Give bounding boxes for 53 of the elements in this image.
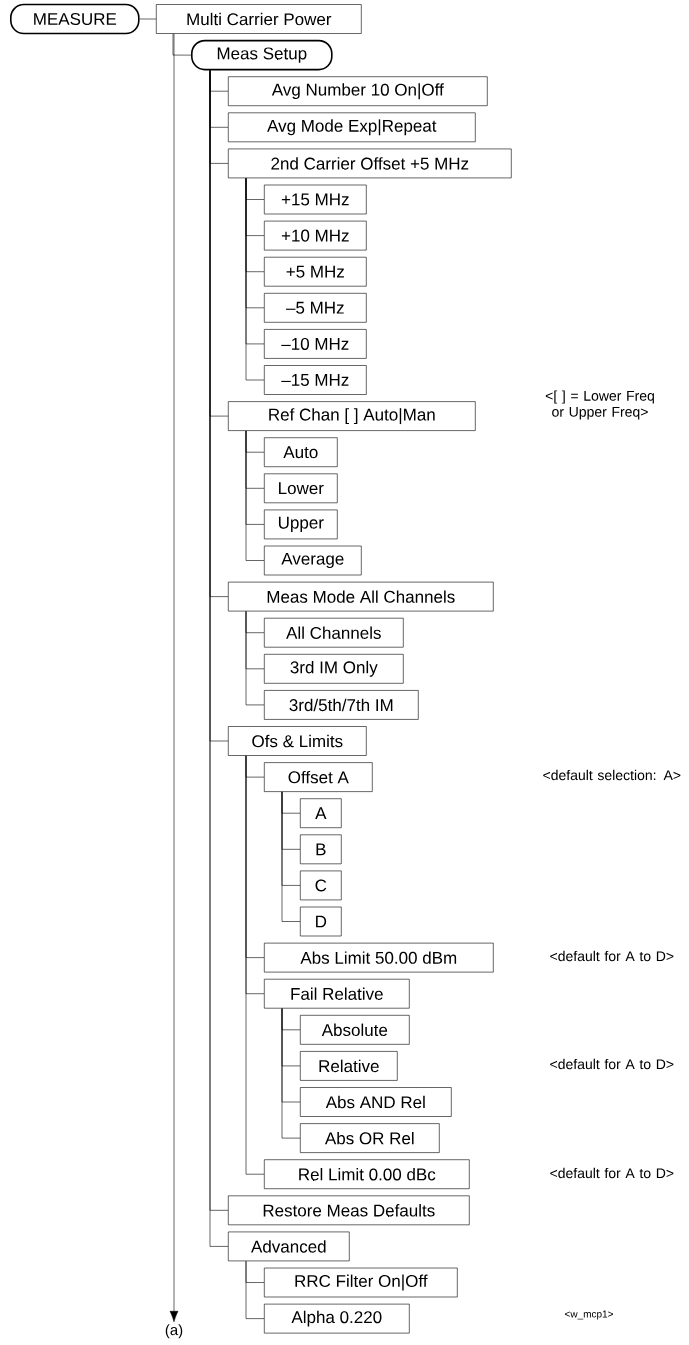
menu-box: 3rd/5th/7th IM <box>264 690 419 720</box>
menu-box: +15 MHz <box>264 184 367 215</box>
menu-box: Restore Meas Defaults <box>228 1195 470 1226</box>
menu-box: D <box>300 906 342 937</box>
menu-box: C <box>300 870 342 901</box>
menu-box: –5 MHz <box>264 293 367 323</box>
connector-line <box>245 755 265 1175</box>
menu-box: Lower <box>264 473 338 504</box>
menu-box: Absolute <box>300 1015 410 1045</box>
connector-line <box>245 611 265 706</box>
menu-box: Abs AND Rel <box>300 1087 452 1117</box>
menu-box: 2nd Carrier Offset +5 MHz <box>228 148 512 179</box>
menu-box: +10 MHz <box>264 220 367 251</box>
menu-box: Meas Mode All Channels <box>228 581 494 612</box>
menu-box: Advanced <box>228 1231 350 1262</box>
menu-box: Relative <box>300 1051 398 1081</box>
menu-box: A <box>300 798 342 828</box>
figure-id: <w_mcp1> <box>565 1310 613 1320</box>
connector-line <box>245 177 265 381</box>
connector-line <box>281 1008 301 1139</box>
menu-box: Abs OR Rel <box>300 1123 440 1153</box>
menu-box: –10 MHz <box>264 329 367 359</box>
menu-box: B <box>300 834 342 865</box>
connector-line <box>172 33 192 56</box>
menu-box: Offset A <box>264 762 373 792</box>
note-text: <default for A to D> <box>550 1058 674 1070</box>
menu-box: Upper <box>264 509 338 540</box>
connector-line <box>281 791 301 922</box>
menu-box: Avg Number 10 On|Off <box>228 76 488 106</box>
note-text: <default for A to D> <box>550 1167 674 1179</box>
menu-box: Auto <box>264 437 338 467</box>
note-text: <[ ] = Lower Freq or Upper Freq> <box>545 390 654 420</box>
connector-line <box>245 430 265 561</box>
menu-box: Average <box>264 545 362 576</box>
menu-box: Multi Carrier Power <box>156 4 362 34</box>
menu-box: Avg Mode Exp|Repeat <box>228 112 476 143</box>
note-text: <default selection: A> <box>543 769 681 781</box>
connector-line <box>139 18 157 20</box>
continuation-label: (a) <box>165 1324 183 1339</box>
menu-box: All Channels <box>264 617 404 648</box>
menu-box: Fail Relative <box>264 978 410 1009</box>
menu-box: Alpha 0.220 <box>264 1303 410 1334</box>
menu-box: 3rd IM Only <box>264 654 404 684</box>
note-text: <default for A to D> <box>550 950 674 962</box>
menu-box: Abs Limit 50.00 dBm <box>264 942 494 973</box>
arrow <box>169 33 179 1323</box>
menu-box: Ref Chan [ ] Auto|Man <box>228 401 476 431</box>
menu-box: –15 MHz <box>264 365 367 395</box>
menu-box: +5 MHz <box>264 256 367 287</box>
menu-box: RRC Filter On|Off <box>264 1267 458 1298</box>
menu-box: Ofs & Limits <box>228 726 367 756</box>
connector-line <box>245 1260 265 1319</box>
menu-box: Rel Limit 0.00 dBc <box>264 1159 470 1189</box>
